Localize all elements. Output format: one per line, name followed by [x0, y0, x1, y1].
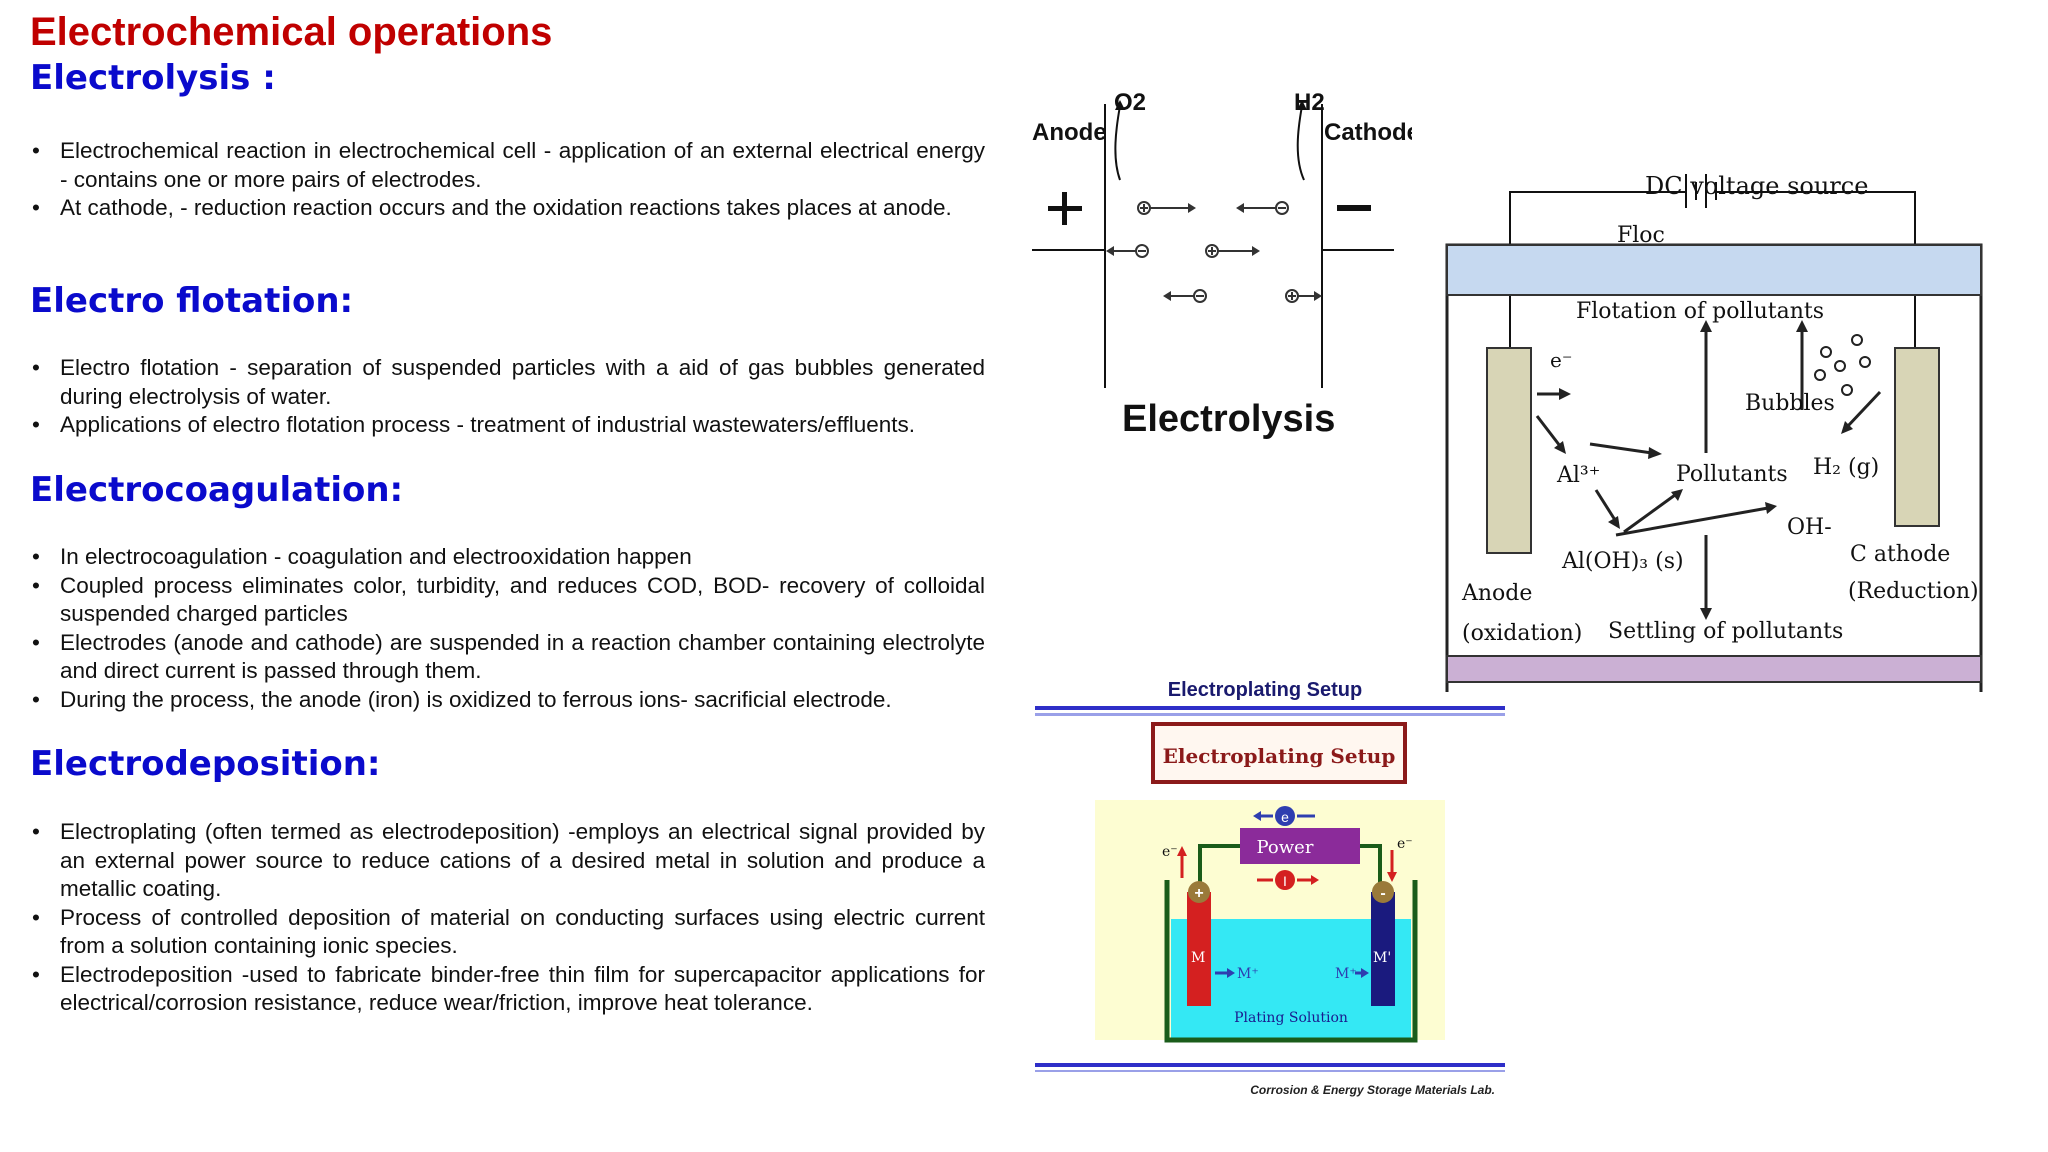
list-item: Electrodeposition -used to fabricate bin…: [30, 961, 985, 1018]
heading-electro-flotation: Electro flotation:: [30, 281, 354, 321]
bullet-list-electrodeposition: Electroplating (often termed as electrod…: [30, 818, 985, 1018]
electron-label: e⁻: [1550, 348, 1572, 372]
list-item: In electrocoagulation - coagulation and …: [30, 543, 985, 572]
list-item: Coupled process eliminates color, turbid…: [30, 572, 985, 629]
list-item: During the process, the anode (iron) is …: [30, 686, 985, 715]
list-item: Applications of electro flotation proces…: [30, 411, 985, 440]
heading-electrocoagulation: Electrocoagulation:: [30, 470, 404, 510]
h2-gas-label: H₂ (g): [1813, 455, 1879, 480]
minus-terminal: -: [1380, 885, 1385, 902]
flotation-label: Flotation of pollutants: [1576, 299, 1824, 324]
anode-metal-label: M: [1191, 950, 1205, 966]
floc-label: Floc: [1617, 223, 1665, 248]
electron-badge: e: [1281, 809, 1289, 825]
electrolysis-figure: Anode Cathode O2 H2 Electrolysis: [1032, 88, 1412, 448]
ion-left-label: M⁺: [1237, 966, 1259, 982]
anode-label: Anode: [1461, 581, 1532, 606]
h2-label: H2: [1294, 89, 1325, 116]
ion-right-label: M⁺: [1335, 966, 1357, 982]
bullet-list-electrolysis: Electrochemical reaction in electrochemi…: [30, 137, 985, 223]
o2-label: O2: [1114, 89, 1146, 116]
bubbles-label: Bubbles: [1745, 391, 1835, 416]
cathode-label: C athode: [1850, 542, 1950, 567]
dc-source-label: DC voltage source: [1645, 172, 1868, 200]
reduction-label: (Reduction): [1848, 579, 1979, 604]
flotation-diagram: DC voltage source Floc Flotation of poll…: [1445, 172, 1983, 692]
al3-label: Al³⁺: [1556, 463, 1600, 488]
heading-electrolysis: Electrolysis :: [30, 58, 276, 98]
list-item: Process of controlled deposition of mate…: [30, 904, 985, 961]
heading-electrodeposition: Electrodeposition:: [30, 744, 381, 784]
hydroxide-label: OH-: [1787, 515, 1832, 540]
cathode-label: Cathode: [1324, 119, 1412, 146]
settling-label: Settling of pollutants: [1608, 619, 1843, 644]
cathode-metal-label: M': [1373, 950, 1391, 966]
electrolysis-diagram: Anode Cathode O2 H2 Electrolysis: [1032, 89, 1412, 440]
plus-terminal: +: [1194, 885, 1203, 902]
electron-left-label: e⁻: [1162, 844, 1178, 860]
electrolysis-caption: Electrolysis: [1122, 398, 1335, 440]
list-item: Electrochemical reaction in electrochemi…: [30, 137, 985, 194]
flotation-figure: DC voltage source Floc Flotation of poll…: [1445, 90, 2005, 692]
current-badge: I: [1283, 873, 1287, 889]
bullet-list-electrocoagulation: In electrocoagulation - coagulation and …: [30, 543, 985, 714]
plating-solution-label: Plating Solution: [1234, 1010, 1348, 1026]
oxidation-label: (oxidation): [1462, 621, 1582, 646]
electroplating-header: Electroplating Setup: [1168, 679, 1362, 701]
bullet-list-electro-flotation: Electro flotation - separation of suspen…: [30, 354, 985, 440]
aloh3-label: Al(OH)₃ (s): [1561, 549, 1684, 574]
electroplating-figure: Electroplating Setup Electroplating Setu…: [1035, 670, 1505, 1100]
list-item: Electroplating (often termed as electrod…: [30, 818, 985, 904]
lab-credit: Corrosion & Energy Storage Materials Lab…: [1250, 1083, 1495, 1097]
electroplating-diagram: Electroplating Setup Electroplating Setu…: [1035, 679, 1505, 1097]
list-item: Electrodes (anode and cathode) are suspe…: [30, 629, 985, 686]
power-label: Power: [1257, 837, 1314, 858]
setup-box-title: Electroplating Setup: [1163, 744, 1396, 768]
electron-right-label: e⁻: [1397, 836, 1413, 852]
page-title: Electrochemical operations: [30, 10, 553, 54]
pollutants-label: Pollutants: [1676, 462, 1788, 487]
list-item: At cathode, - reduction reaction occurs …: [30, 194, 985, 223]
list-item: Electro flotation - separation of suspen…: [30, 354, 985, 411]
anode-label: Anode: [1032, 119, 1107, 146]
